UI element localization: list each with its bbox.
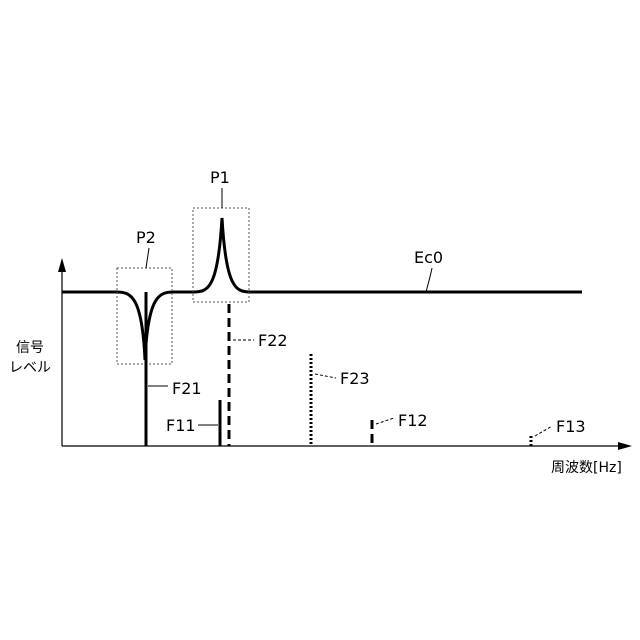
y-axis-arrowhead <box>58 258 66 272</box>
p2-leader <box>146 248 149 268</box>
f23-label: F23 <box>340 369 370 388</box>
p2-label: P2 <box>136 228 156 247</box>
p1-label: P1 <box>210 168 230 187</box>
x-axis-label: 周波数[Hz] <box>551 460 622 476</box>
f22-label: F22 <box>258 331 288 350</box>
f13-leader <box>535 426 552 436</box>
y-axis-label-line2: レベル <box>9 360 51 376</box>
f21-label: F21 <box>172 379 202 398</box>
f13-label: F13 <box>556 417 586 436</box>
y-axis-label-line1: 信号 <box>16 340 44 356</box>
x-axis-arrowhead <box>618 442 632 450</box>
ec0-label: Ec0 <box>414 248 443 267</box>
f12-leader <box>376 418 394 424</box>
ec0-leader <box>426 268 432 292</box>
f23-leader <box>315 374 336 378</box>
f12-label: F12 <box>398 411 428 430</box>
f11-label: F11 <box>166 416 196 435</box>
